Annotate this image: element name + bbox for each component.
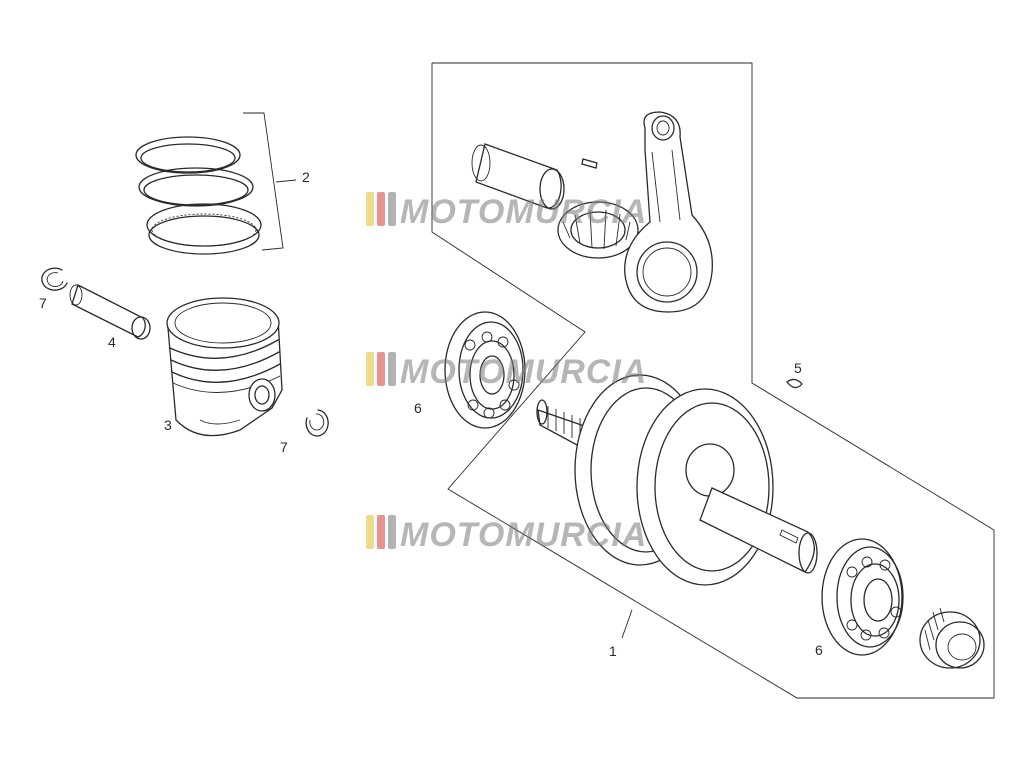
piston bbox=[166, 297, 283, 437]
callout-7-left: 7 bbox=[39, 295, 47, 311]
crankshaft bbox=[536, 374, 818, 586]
svg-text:MOTOMURCIA: MOTOMURCIA bbox=[400, 353, 647, 391]
dowel-pin bbox=[581, 158, 598, 169]
watermark-1: MOTOMURCIA bbox=[366, 192, 647, 231]
drive-gear bbox=[919, 607, 985, 669]
callout-6-left: 6 bbox=[414, 400, 422, 416]
watermark-3: MOTOMURCIA bbox=[366, 515, 647, 554]
ball-bearing-left bbox=[444, 311, 526, 429]
piston-pin bbox=[69, 284, 151, 340]
circlip-right bbox=[305, 409, 329, 437]
ball-bearing-right bbox=[821, 538, 904, 656]
callout-7-right: 7 bbox=[280, 439, 288, 455]
callout-1: 1 bbox=[609, 643, 617, 659]
callout-6-right: 6 bbox=[815, 642, 823, 658]
callout-4: 4 bbox=[108, 334, 116, 350]
connecting-rod bbox=[624, 111, 713, 313]
assembly-outline bbox=[431, 62, 995, 699]
piston-ring-set bbox=[135, 112, 297, 255]
woodruff-key bbox=[786, 378, 803, 389]
callout-5: 5 bbox=[794, 360, 802, 376]
needle-bearing bbox=[557, 201, 639, 259]
watermark-2: MOTOMURCIA bbox=[366, 352, 647, 391]
callout-2: 2 bbox=[302, 169, 310, 185]
callout-3: 3 bbox=[164, 417, 172, 433]
callout-1-leader bbox=[621, 609, 633, 639]
svg-text:MOTOMURCIA: MOTOMURCIA bbox=[400, 193, 647, 231]
small-end-pin bbox=[471, 143, 565, 210]
circlip-left bbox=[41, 267, 68, 291]
svg-text:MOTOMURCIA: MOTOMURCIA bbox=[400, 516, 647, 554]
